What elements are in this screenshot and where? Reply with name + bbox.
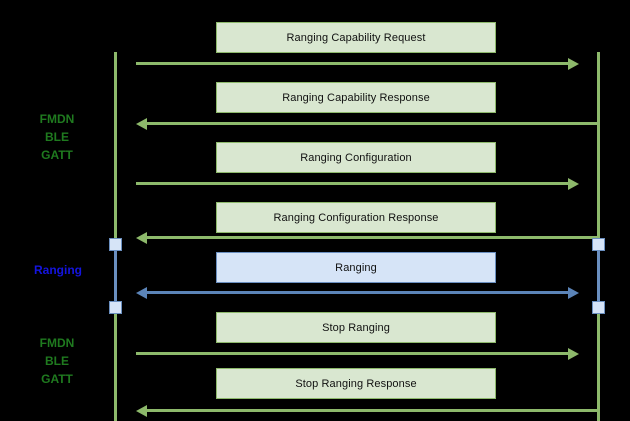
arrow-head-left-4 [136,231,147,244]
message-label: Ranging Configuration [300,151,412,164]
protocol-label-top-line-3: GATT [41,148,73,162]
message-box-ranging: Ranging [216,252,496,283]
lifeline-left-ranging [114,242,117,314]
arrow-head-left-2 [136,117,147,130]
lifeline-right-upper [597,52,600,242]
message-arrow-line-2 [147,122,597,125]
message-box-ranging-capability-request: Ranging Capability Request [216,22,496,53]
lifeline-right-ranging [597,242,600,314]
message-arrow-line-5 [147,291,568,294]
protocol-label-top-line-2: BLE [45,130,69,144]
lifeline-left-upper [114,52,117,242]
arrow-head-right-6 [568,347,579,360]
activation-box-right-end [592,301,605,314]
message-arrow-line-6 [136,352,568,355]
arrow-head-right-5 [568,286,579,299]
arrow-head-right-3 [568,177,579,190]
message-arrow-line-1 [136,62,568,65]
protocol-label-bottom-line-3: GATT [41,372,73,386]
message-label: Ranging Capability Response [282,91,430,104]
arrow-head-left-7 [136,404,147,417]
message-box-ranging-configuration: Ranging Configuration [216,142,496,173]
activation-box-left-end [109,301,122,314]
protocol-label-bottom: FMDN BLE GATT [22,334,92,388]
message-box-stop-ranging-response: Stop Ranging Response [216,368,496,399]
protocol-label-top-line-1: FMDN [39,112,75,126]
protocol-label-bottom-line-2: BLE [45,354,69,368]
lifeline-right-lower [597,314,600,421]
message-box-ranging-configuration-response: Ranging Configuration Response [216,202,496,233]
protocol-label-middle: Ranging [18,261,98,279]
protocol-label-middle-line-1: Ranging [34,263,82,277]
message-box-ranging-capability-response: Ranging Capability Response [216,82,496,113]
arrow-head-right-1 [568,57,579,70]
message-label: Ranging [335,261,377,274]
protocol-label-top: FMDN BLE GATT [22,110,92,164]
lifeline-left-lower [114,314,117,421]
activation-box-right-start [592,238,605,251]
protocol-label-bottom-line-1: FMDN [39,336,75,350]
message-label: Ranging Capability Request [286,31,426,44]
message-box-stop-ranging: Stop Ranging [216,312,496,343]
message-arrow-line-3 [136,182,568,185]
message-label: Stop Ranging Response [295,377,417,390]
message-arrow-line-7 [147,409,597,412]
message-arrow-line-4 [147,236,597,239]
message-label: Stop Ranging [322,321,390,334]
arrow-head-left-5 [136,286,147,299]
activation-box-left-start [109,238,122,251]
message-label: Ranging Configuration Response [273,211,439,224]
